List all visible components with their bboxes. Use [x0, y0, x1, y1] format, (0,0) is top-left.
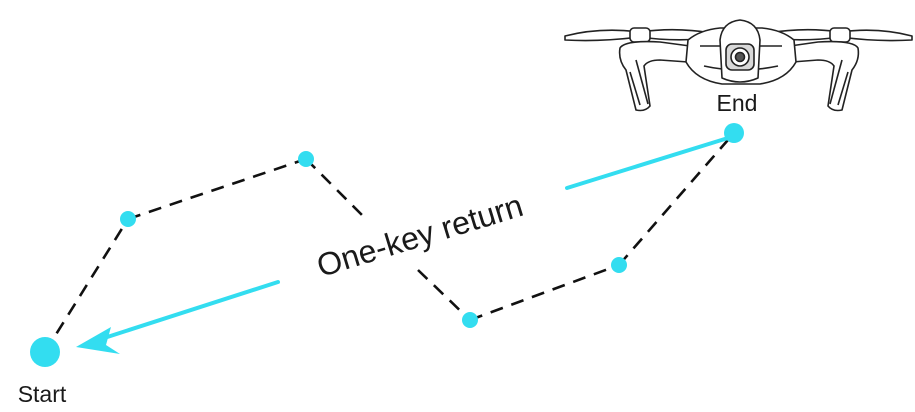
path-segment: [127, 157, 307, 221]
drone-icon: [564, 19, 913, 112]
start-label: Start: [18, 381, 67, 407]
flight-path: [43, 132, 735, 353]
path-segment: [43, 218, 130, 353]
end-point: [724, 123, 744, 143]
start-point: [30, 337, 60, 367]
arrowhead-icon: [76, 327, 120, 354]
waypoint: [462, 312, 478, 328]
path-segment: [417, 269, 471, 321]
end-label: End: [717, 90, 758, 116]
path-segment: [618, 132, 735, 266]
return-arrow: [96, 136, 730, 342]
return-arrow-lower: [96, 280, 280, 342]
waypoints: [30, 123, 744, 367]
waypoint: [611, 257, 627, 273]
return-arrow-upper: [565, 136, 730, 190]
waypoint: [120, 211, 136, 227]
waypoint: [298, 151, 314, 167]
path-segment: [469, 263, 620, 322]
path-segment: [305, 158, 366, 219]
